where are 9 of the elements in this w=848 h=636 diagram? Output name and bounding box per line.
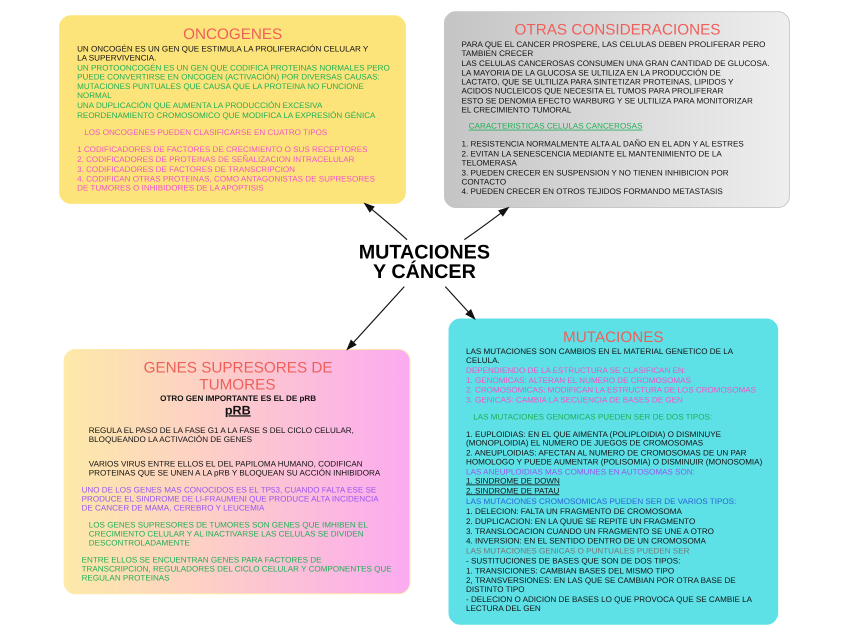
- arrow: [363, 202, 407, 240]
- node-box: ONCOGENES UN ONCOGÉN ES UN GEN QUE ESTIMULA LA PROLIFERACIÓN CELULAR Y LA SUPERVIVENCIA. UN PROTOONCOGÉN ES UN GEN QUE CODIFICA PROTEINAS NORMALES PERO PUEDE CONVERTIRSE EN ONCOGEN (ACTIVACIÓN) POR DIVERSAS CAUSAS: MUTACIONES PUNTUALES QUE CAUSA QUE LA PROTEINA NO FUNCIONE NORMAL UNA DUPLICACIÓN QUE AUMENTA LA PRODUCCIÓN EXCESIVA REORDENAMIENTO CROMOSOMICO QUE MODIFICA LA EXPRESIÓN GÉNICA LOS ONCOGENES PUEDEN CLASIFICARSE EN CUATRO TIPOS 1 CODIFICADORES DE FACTORES DE CRECIMIENTO O SUS RECEPTORES 2. CODIFICADORES DE PROTEINAS DE SEÑALIZACION INTRACELULAR 3. CODIFICADORES DE FACTORES DE TRANSCRIPCION 4. CODIFICAN OTRAS PROTEINAS, COMO ANTAGONISTAS DE SUPRESORES DE TUMORES O INHIBIDORES DE LA APOPTISIS: [58, 15, 406, 204]
- arrow: [346, 286, 404, 351]
- node-box: MUTACIONES LAS MUTACIONES SON CAMBIOS EN EL MATERIAL GENETICO DE LA CELULA. DEPENDIENDO DE LA ESTRUCTURA SE CLASIFICAN EN: 1. GENOMICAS: ALTERAN EL NUMERO DE CROMOSOMAS 2. CROMOSOMICAS: MODIFICAN LA ESTRUCTURA DE LOS CROMOSOMAS 3. GENICAS: CAMBIA LA SECUENCIA DE BASES DE GEN LAS MUTACIONES GENOMICAS PUEDEN SER DE DOS TIPOS: 1. EUPLOIDIAS: EN EL QUE AIMENTA (POLIPLOIDIA) O DISMINUYE (MONOPLOIDIA) EL NUMERO DE JUEGOS DE CROMOSOMAS 2. ANEUPLOIDIAS: AFECTAN AL NUMERO DE CROMOSOMAS DE UN PAR HOMOLOGO Y PUEDE AUMENTAR (POLISOMIA) O DISMINUIR (MONOSOMIA) LAS ANEUPLOIDIAS MAS COMUNES EN AUTOSOMAS SON: 1. SINDROME DE DOWN 2. SINDROME DE PATAU LAS MUTACIONES CROMOSOMICAS PUEDEN SER DE VARIOS TIPOS: 1. DELECION: FALTA UN FRAGMENTO DE CROMOSOMA 2. DUPLICACION: EN LA QUUE SE REPITE UN FRAGMENTO 3. TRANSLOCACION CUANDO UN FRAGMENTO SE UNE A OTRO 4. INVERSION: EN EL SENTIDO DENTRO DE UN CROMOSOMA LAS MUTACIONES GENICAS O PUNTUALES PUEDEN SER - SUSTITUCIONES DE BASES QUE SON DE DOS TIPOS: 1. TRANSICIONES: CAMBIAN BASES DEL MISMO TIPO 2, TRANSVERSIONES: EN LAS QUE SE CAMBIAN POR OTRA BASE DE DISTINTO TIPO - DELECION O ADICION DE BASES LO QUE PROVOCA QUE SE CAMBIE LA LECTURA DEL GEN: [448, 318, 778, 625]
- node-box: OTRAS CONSIDERACIONES PARA QUE EL CANCER PROSPERE, LAS CELULAS DEBEN PROLIFERAR PERO TAMBIEN CRECER LAS CELULAS CANCEROSAS CONSUMEN UNA GRAN CANTIDAD DE GLUCOSA. LA MAYORIA DE LA GLUCOSA SE ULTILIZA EN LA PRODUCCIÓN DE LACTATO, QUE SE ULTILIZA PARA SINTETIZAR PROTEINAS, LIPIDOS Y ACIDOS NUCLEICOS QUE NECESITA EL TUMOS PARA PROLIFERAR ESTO SE DENOMIA EFECTO WARBURG Y SE ULTILIZA PARA MONITORIZAR EL CRECIMIENTO TUMORAL CARACTERISTICAS CELULAS CANCEROSAS 1. RESISTENCIA NORMALMENTE ALTA AL DAÑO EN EL ADN Y AL ESTRES 2. EVITAN LA SENESCENCIA MEDIANTE EL MANTENIMIENTO DE LA TELOMERASA 3. PUEDEN CRECER EN SUSPENSION Y NO TIENEN INHIBICION POR CONTACTO 4. PUEDEN CRECER EN OTROS TEJIDOS FORMANDO METASTASIS: [444, 11, 790, 208]
- node-text: MUTACIONES Y CÁNCER: [358, 241, 490, 284]
- node-box: GENES SUPRESORES DE TUMORES OTRO GEN IMPORTANTE ES EL DE pRB pRB REGULA EL PASO DE LA FASE G1 A LA FASE S DEL CICLO CELULAR, BLOQUEANDO LA ACTIVACIÓN DE GENES VARIOS VIRUS ENTRE ELLOS EL DEL PAPILOMA HUMANO, CODIFICAN PROTEINAS QUE SE UNEN A LA pRB Y BLOQUEAN SU ACCIÓN INHIBIDORA UNO DE LOS GENES MAS CONOCIDOS ES EL TP53, CUANDO FALTA ESE SE PRODUCE EL SINDROME DE LI-FRAUMENI QUE PRODUCE ALTA INCIDENCIA DE CANCER DE MAMA, CEREBRO Y LEUCEMIA LOS GENES SUPRESORES DE TUMORES SON GENES QUE IMHIBEN EL CRECIMIENTO CELULAR Y AL INACTIVARSE LAS CELULAS SE DIVIDEN DESCONTROLADAMENTE ENTRE ELLOS SE ENCUENTRAN GENES PARA FACTORES DE TRANSCRIPCION, REGULADORES DEL CICLO CELULAR Y COMPONENTES QUE REGULAN PROTEINAS: [63, 349, 410, 594]
- arrow: [464, 206, 510, 240]
- arrow: [444, 286, 476, 320]
